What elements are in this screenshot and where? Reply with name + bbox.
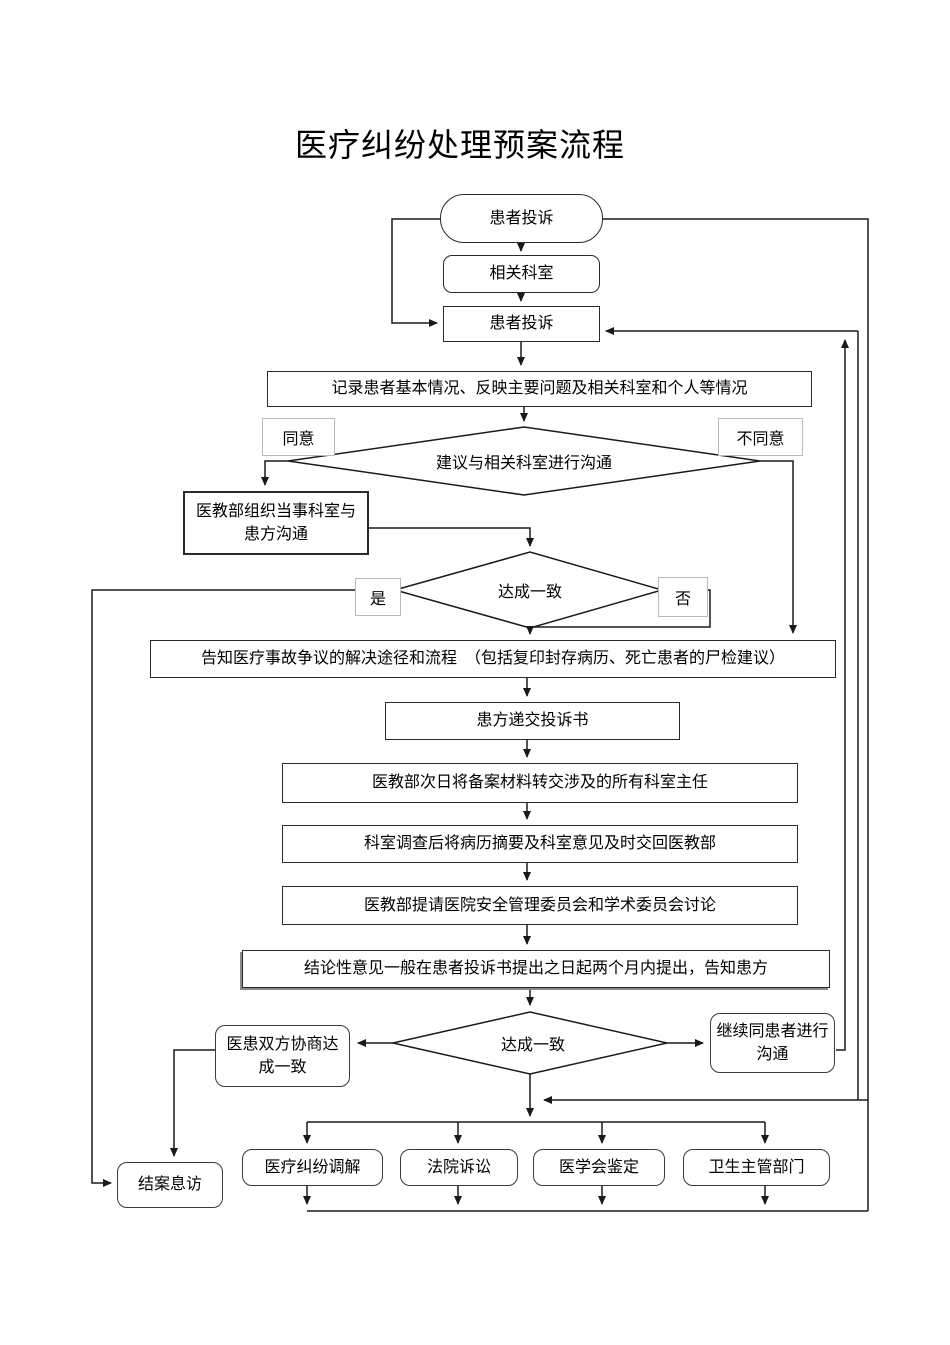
edge-label-agree: 同意 [262,418,335,456]
node-submit-letter: 患方递交投诉书 [385,702,680,740]
node-both-parties-agree: 医患双方协商达成一致 [215,1025,350,1087]
node-forward-materials: 医教部次日将备案材料转交涉及的所有科室主任 [282,763,798,803]
node-dept-investigate: 科室调查后将病历摘要及科室意见及时交回医教部 [282,825,798,863]
node-complaint-start: 患者投诉 [440,194,603,243]
node-close-case: 结案息访 [117,1162,223,1208]
edge-yes-long-left [91,589,395,1187]
edge-bothagree-to-close [170,1049,215,1157]
edge-label-disagree: 不同意 [718,418,803,456]
diamond-text-reach-agreement-2: 达成一致 [500,1037,565,1054]
page-title: 医疗纠纷处理预案流程 [294,127,625,163]
edge-start-left-loop [391,218,440,327]
node-inform-channels: 告知医疗事故争议的解决途径和流程 （包括复印封存病历、死亡患者的尸检建议） [150,640,836,678]
diamond-text-suggest-communicate: 建议与相关科室进行沟通 [435,455,612,472]
node-organize-communicate: 医教部组织当事科室与患方沟通 [183,491,369,555]
node-mediation: 医疗纠纷调解 [242,1149,383,1186]
node-health-authority: 卫生主管部门 [683,1149,830,1186]
edge-continue-comm-up [836,339,849,1051]
edge-start-right-outer [602,218,869,1211]
edge-label-no: 否 [658,577,708,617]
edge-disagree-branch [760,460,797,634]
node-related-dept: 相关科室 [443,255,600,293]
node-court: 法院诉讼 [400,1149,518,1186]
node-conclusion: 结论性意见一般在患者投诉书提出之日起两个月内提出，告知患方 [242,950,830,988]
diamond-text-reach-agreement-1: 达成一致 [497,584,562,601]
node-continue-communicate: 继续同患者进行沟通 [710,1013,835,1073]
node-medical-appraisal: 医学会鉴定 [533,1149,665,1186]
edge-organize-to-agreement1 [369,527,534,547]
node-complaint: 患者投诉 [443,306,600,342]
node-record: 记录患者基本情况、反映主要问题及相关科室和个人等情况 [267,371,812,407]
node-committee-discuss: 医教部提请医院安全管理委员会和学术委员会讨论 [282,886,798,925]
edge-agree-branch [261,460,288,486]
edge-label-yes: 是 [355,578,401,616]
